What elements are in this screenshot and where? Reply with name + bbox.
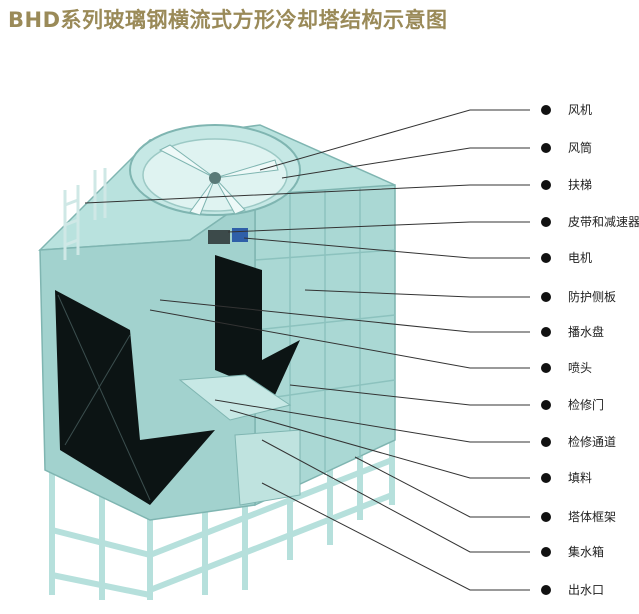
- reducer: [208, 230, 230, 244]
- motor: [232, 228, 248, 242]
- label-fan-stack: 风筒: [568, 141, 593, 155]
- diagram-title: BHD系列玻璃钢横流式方形冷却塔结构示意图: [8, 8, 448, 32]
- label-collection-basin: 集水箱: [568, 545, 605, 559]
- fan-hub: [209, 172, 221, 184]
- label-tower-frame: 塔体框架: [568, 510, 617, 524]
- ladder: [63, 168, 107, 260]
- label-distribution-basin: 播水盘: [568, 325, 605, 339]
- infill-louver-front: [55, 290, 215, 505]
- label-fan: 风机: [568, 103, 593, 117]
- label-ladder: 扶梯: [568, 178, 593, 192]
- label-side-panel: 防护侧板: [568, 290, 617, 304]
- leader-lines: [84, 109, 530, 591]
- louver-cross: [57, 294, 151, 501]
- label-motor: 电机: [568, 251, 593, 265]
- label-fill: 填料: [568, 471, 593, 485]
- label-access-walkway: 检修通道: [568, 435, 617, 449]
- access-walkway: [178, 374, 292, 421]
- label-water-outlet: 出水口: [568, 583, 605, 597]
- infill-louver-center: [215, 255, 300, 395]
- side-panel-grid: [254, 187, 396, 490]
- label-nozzle: 喷头: [568, 361, 593, 375]
- collection-basin: [234, 429, 301, 506]
- label-access-door: 检修门: [568, 398, 605, 412]
- label-bullets: [541, 105, 551, 595]
- label-belt-reducer: 皮带和减速器: [568, 215, 639, 229]
